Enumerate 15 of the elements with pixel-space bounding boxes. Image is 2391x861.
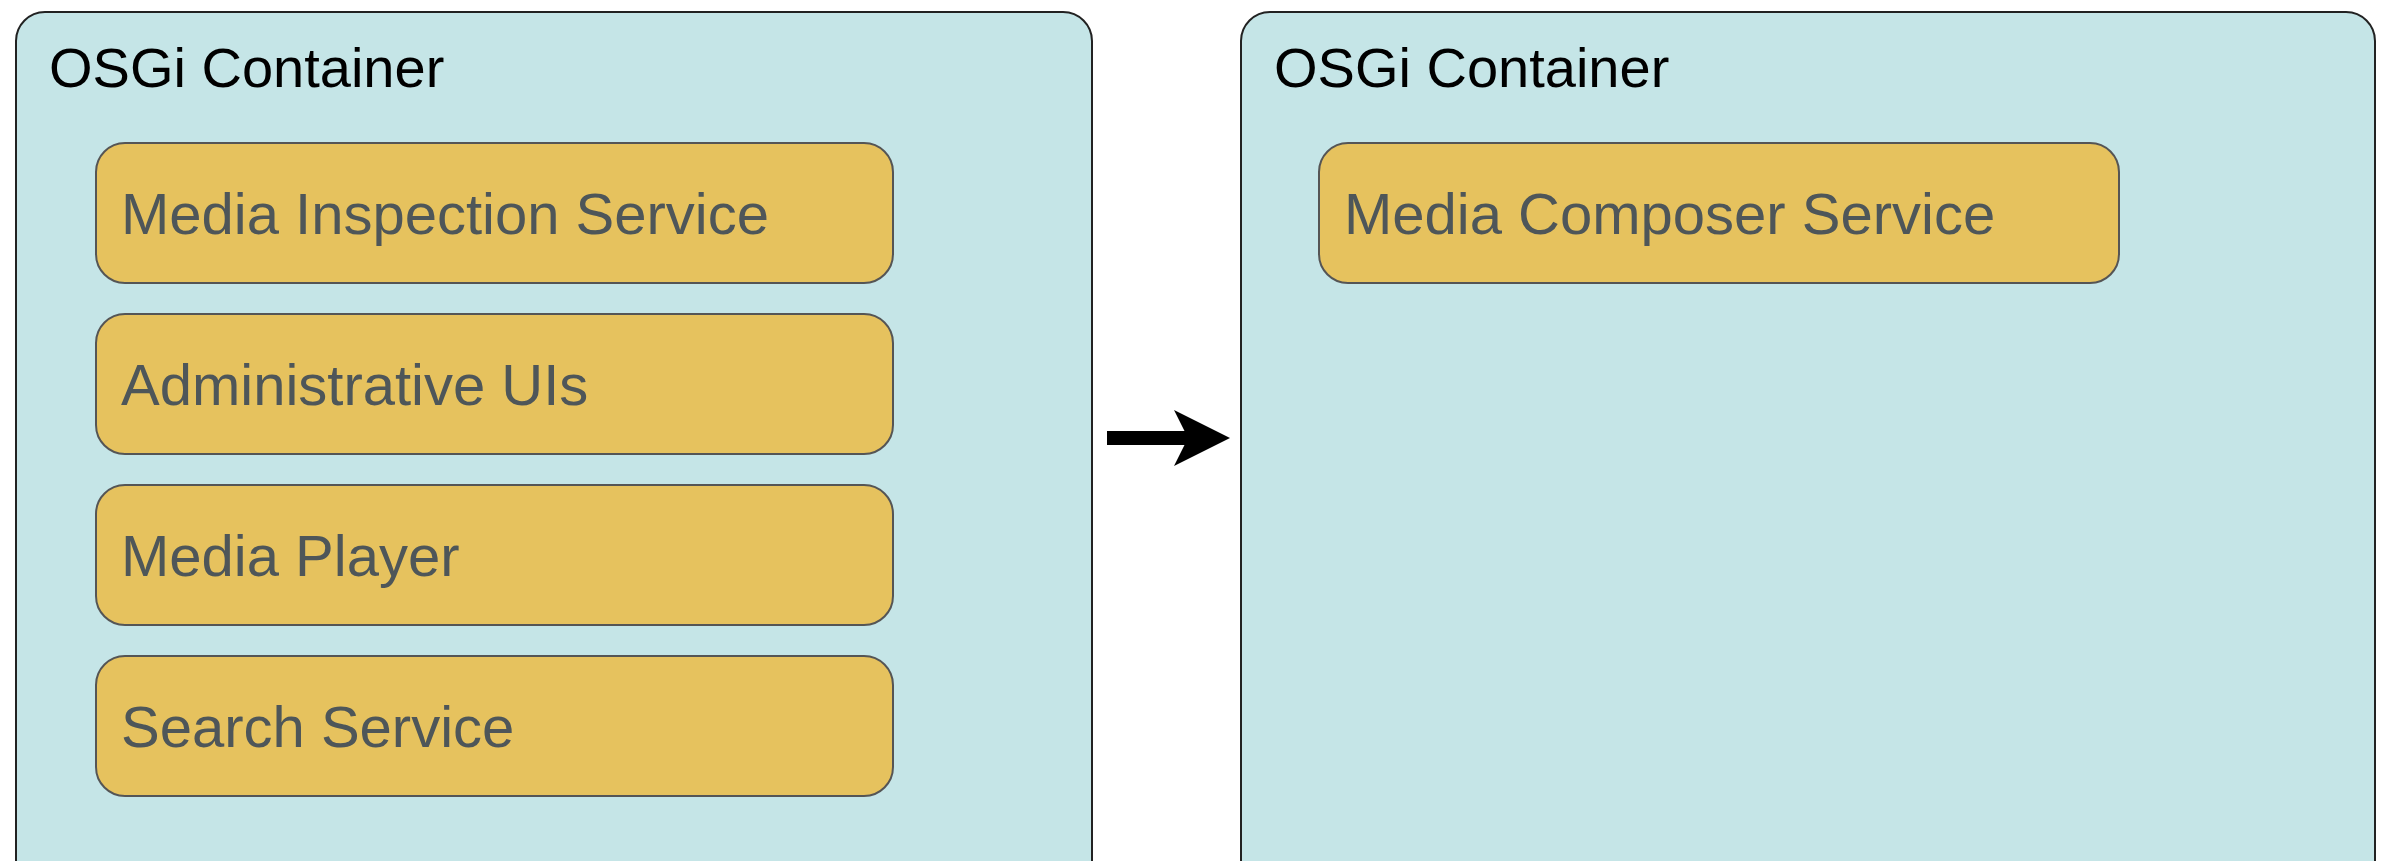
service-label: Media Composer Service — [1344, 179, 1996, 247]
arrow — [1107, 410, 1230, 466]
service-box — [95, 484, 894, 626]
service-label: Media Player — [121, 521, 460, 589]
container-box — [1240, 11, 2376, 861]
container-box — [15, 11, 1093, 861]
service-box — [95, 313, 894, 455]
container-title: OSGi Container — [49, 35, 445, 100]
service-box — [95, 142, 894, 284]
service-box — [95, 655, 894, 797]
service-label: Administrative UIs — [121, 350, 589, 418]
service-label: Search Service — [121, 692, 515, 760]
container-title: OSGi Container — [1274, 35, 1670, 100]
service-box — [1318, 142, 2120, 284]
service-label: Media Inspection Service — [121, 179, 769, 247]
